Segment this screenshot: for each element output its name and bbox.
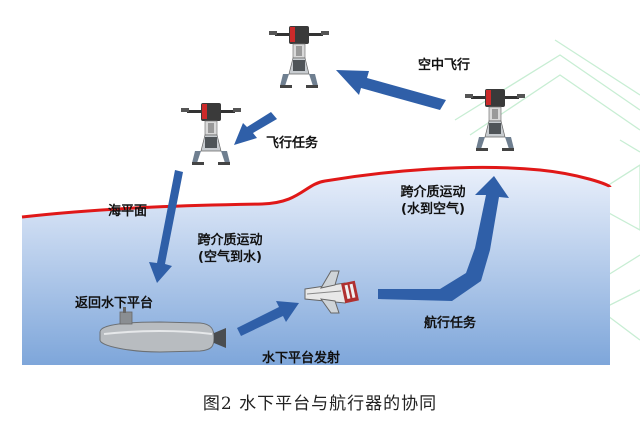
label-cross-medium-water-to-air: 跨介质运动 (水到空气) — [400, 184, 465, 218]
label-cross-medium-2: 跨介质运动 — [400, 185, 466, 200]
drone-icon-top — [268, 25, 330, 89]
label-return-platform: 返回水下平台 — [75, 296, 154, 311]
drone-icon-right — [464, 88, 526, 152]
sea-level-line — [21, 165, 612, 219]
label-sea-level: 海平面 — [108, 204, 148, 219]
arrow-platform-launch — [237, 301, 299, 336]
label-navigation-mission: 航行任务 — [424, 316, 477, 331]
label-cross-medium-1: 跨介质运动 — [197, 233, 263, 248]
label-flight-mission: 飞行任务 — [266, 136, 319, 151]
arrow-drone-descent — [234, 112, 277, 145]
figure-caption: 图2 水下平台与航行器的协同 — [202, 394, 438, 414]
label-platform-launch: 水下平台发射 — [262, 351, 341, 366]
label-air-to-water: (空气到水) — [198, 250, 262, 265]
arrow-air-to-water — [149, 170, 183, 283]
label-cross-medium-air-to-water: 跨介质运动 (空气到水) — [197, 232, 262, 266]
submarine-icon — [99, 307, 226, 353]
label-water-to-air: (水到空气) — [401, 202, 465, 217]
drone-icon-left — [180, 102, 242, 166]
arrow-navigation-climb — [378, 176, 509, 301]
arrows — [149, 70, 509, 336]
label-air-flight: 空中飞行 — [418, 58, 471, 73]
arrow-air-flight — [336, 70, 446, 110]
